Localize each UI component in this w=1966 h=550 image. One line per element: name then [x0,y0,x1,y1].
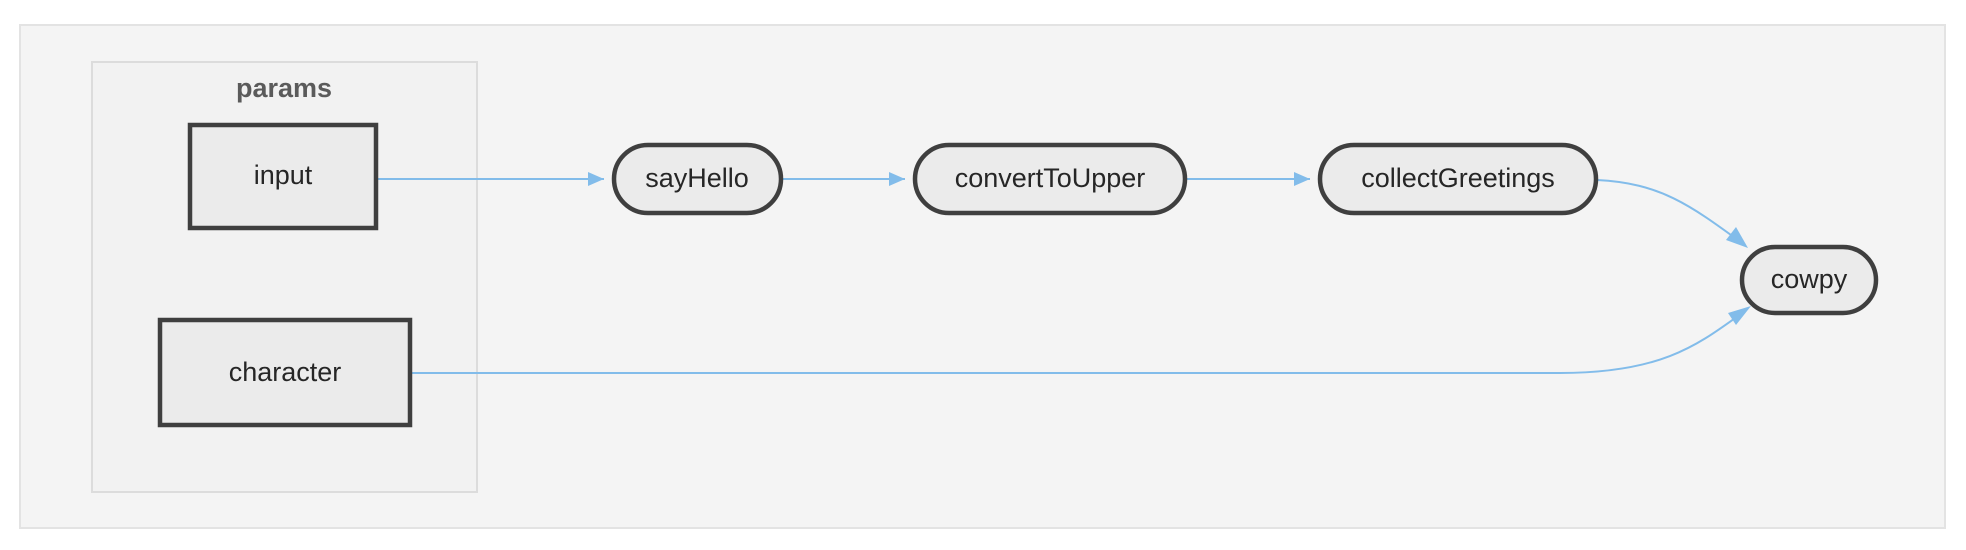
node-convertToUpper-shape [912,142,1188,216]
node-sayHello[interactable]: sayHello [611,142,784,216]
node-input-label: input [254,160,313,190]
node-character[interactable]: character [157,317,413,428]
node-input-shape [187,122,379,231]
node-character-shape [157,317,413,428]
node-convertToUpper[interactable]: convertToUpper [912,142,1188,216]
edge-collectGreetings-cowpy-arrowhead [1726,227,1748,248]
node-cowpy-shape [1739,244,1879,316]
nodes-layer: input character sayHello convertToUpper coll… [157,122,1879,428]
edge-character-cowpy-arrowhead [1728,306,1751,325]
edge-sayHello-convertToUpper-arrowhead [889,172,905,186]
node-cowpy-label: cowpy [1771,264,1848,294]
node-cowpy[interactable]: cowpy [1739,244,1879,316]
node-input[interactable]: input [187,122,379,231]
edge-character-cowpy[interactable] [412,310,1746,374]
node-sayHello-label: sayHello [645,163,749,193]
node-convertToUpper-label: convertToUpper [955,163,1146,193]
node-character-label: character [229,357,342,387]
subgraph-params-label: params [236,73,332,103]
node-collectGreetings-shape [1317,142,1599,216]
node-sayHello-shape [611,142,784,216]
edge-convertToUpper-collectGreetings-arrowhead [1294,172,1310,186]
edges-layer [377,172,1751,374]
node-collectGreetings-label: collectGreetings [1361,163,1555,193]
edge-input-sayHello-arrowhead [588,172,604,186]
edge-collectGreetings-cowpy[interactable] [1596,179,1743,244]
node-collectGreetings[interactable]: collectGreetings [1317,142,1599,216]
